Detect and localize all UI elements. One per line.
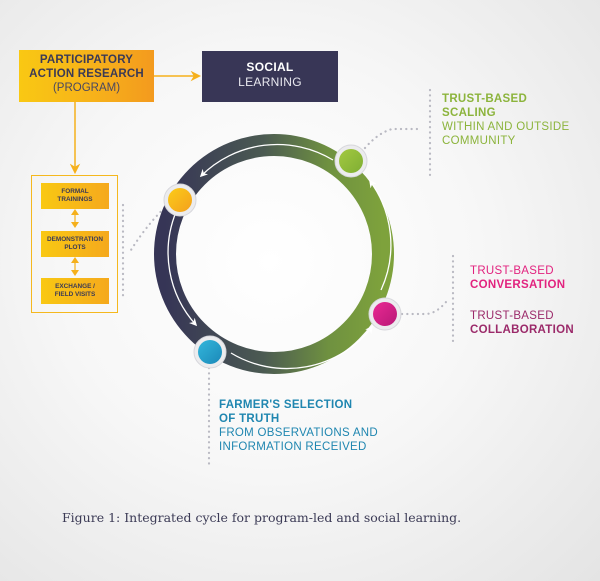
activity-exchange-field-visits: EXCHANGE / FIELD VISITS: [41, 278, 109, 304]
program-activities-frame: [31, 175, 118, 313]
node-conversation: [368, 297, 402, 331]
selection-label: FARMER'S SELECTION OF TRUTH FROM OBSERVA…: [219, 398, 378, 454]
social-learning-box: SOCIAL LEARNING: [202, 51, 338, 102]
scaling-sub2: COMMUNITY: [442, 135, 516, 147]
node-selection: [193, 335, 227, 369]
conversation-title: CONVERSATION: [470, 279, 566, 291]
scaling-sub1: WITHIN AND OUTSIDE: [442, 121, 570, 133]
selection-title2: OF TRUTH: [219, 413, 280, 425]
activity-1-line2: TRAININGS: [57, 196, 93, 203]
program-box-line3: (PROGRAM): [52, 82, 121, 94]
collaboration-label: TRUST-BASED COLLABORATION: [470, 309, 574, 337]
program-box-line2: ACTION RESEARCH: [29, 68, 144, 80]
activity-demonstration-plots: DEMONSTRATION PLOTS: [41, 231, 109, 257]
conversation-pre: TRUST-BASED: [470, 265, 554, 277]
selection-sub1: FROM OBSERVATIONS AND: [219, 427, 379, 439]
node-scaling: [334, 144, 368, 178]
activity-2-line1: DEMONSTRATION: [47, 236, 103, 243]
program-box-line1: PARTICIPATORY: [39, 54, 134, 66]
figure-caption: Figure 1: Integrated cycle for program-l…: [62, 510, 462, 525]
conversation-label: TRUST-BASED CONVERSATION: [470, 264, 565, 292]
selection-title1: FARMER'S SELECTION: [219, 399, 353, 411]
scaling-label: TRUST-BASED SCALING WITHIN AND OUTSIDE C…: [442, 92, 569, 148]
activity-1-line1: FORMAL: [61, 188, 89, 195]
collaboration-pre: TRUST-BASED: [470, 310, 554, 322]
activity-formal-trainings: FORMAL TRAININGS: [41, 183, 109, 209]
cycle-ring: [154, 134, 394, 374]
flow-arrows: [167, 143, 392, 370]
activity-2-line2: PLOTS: [64, 244, 86, 251]
activity-3-line2: FIELD VISITS: [54, 291, 96, 298]
activity-3-line1: EXCHANGE /: [55, 283, 95, 290]
activity-double-arrow-2: [71, 257, 79, 276]
collaboration-title: COLLABORATION: [470, 324, 574, 336]
scaling-title1: TRUST-BASED: [442, 93, 528, 105]
activity-double-arrow-1: [71, 209, 79, 228]
social-box-line1: SOCIAL: [246, 60, 294, 74]
selection-sub2: INFORMATION RECEIVED: [219, 441, 367, 453]
social-box-line2: LEARNING: [238, 75, 302, 89]
scaling-title2: SCALING: [442, 107, 496, 119]
node-program: [163, 183, 197, 217]
participatory-action-research-box: PARTICIPATORY ACTION RESEARCH (PROGRAM): [19, 50, 154, 102]
